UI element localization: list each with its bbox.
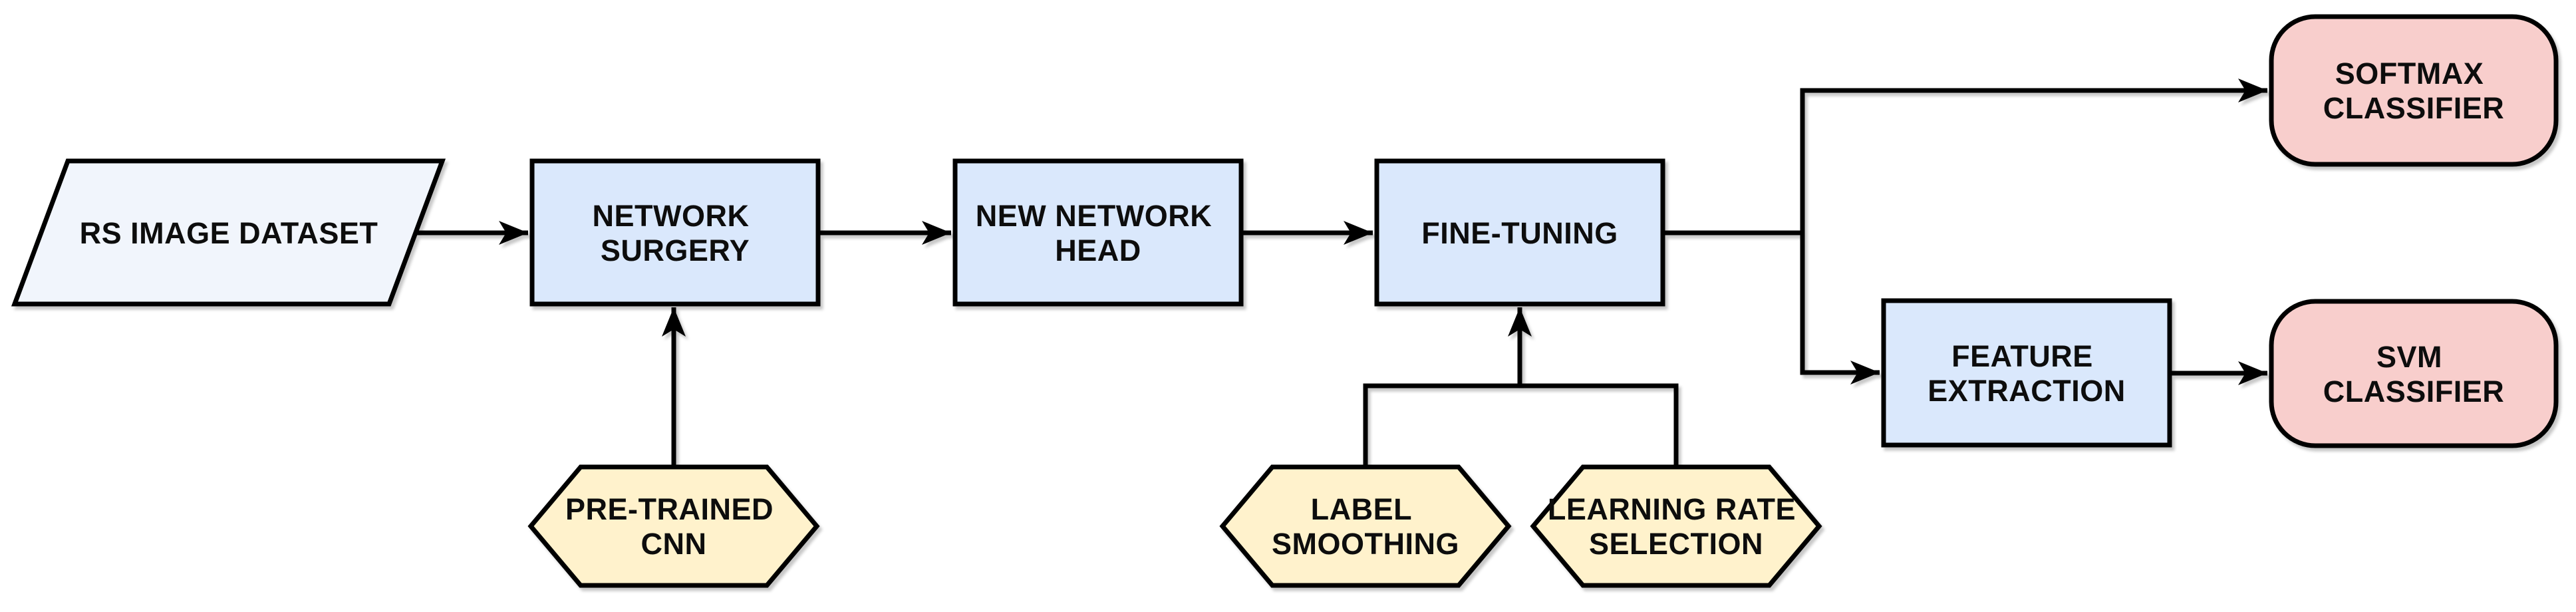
edge-fine-tuning-to-feature-extraction [1800,233,1880,384]
softmax-classifier-label: SOFTMAX CLASSIFIER [2323,57,2505,125]
node-network-surgery: NETWORK SURGERY [529,158,821,307]
edge-fine-tuning-to-softmax [1663,78,2267,235]
new-network-head-label: NEW NETWORK HEAD [976,199,1220,267]
network-surgery-shape [529,158,821,307]
node-new-network-head: NEW NETWORK HEAD [952,158,1244,307]
new-network-head-shape [952,158,1244,307]
node-learning-rate-selection: LEARNING RATE SELECTION [1530,464,1822,588]
network-surgery-label: NETWORK SURGERY [593,199,758,267]
fine-tuning-label: FINE-TUNING [1421,216,1618,250]
fine-tuning-shape [1374,158,1665,307]
node-svm-classifier: SVM CLASSIFIER [2269,299,2559,448]
node-feature-extraction: FEATURE EXTRACTION [1881,298,2172,448]
label-smoothing-label: LABEL SMOOTHING [1272,492,1459,561]
softmax-classifier-shape [2269,14,2559,167]
feature-extraction-shape [1881,298,2172,448]
node-rs-image-dataset: RS IMAGE DATASET [11,158,446,307]
svm-classifier-shape [2269,299,2559,448]
edges-layer [416,78,2267,468]
node-softmax-classifier: SOFTMAX CLASSIFIER [2269,14,2559,167]
edge-hexagon-bus [1363,383,1679,468]
rs-image-dataset-label: RS IMAGE DATASET [80,216,378,250]
node-label-smoothing: LABEL SMOOTHING [1219,464,1512,588]
label-smoothing-shape [1219,464,1512,588]
pre-trained-cnn-shape [527,464,820,588]
rs-image-dataset-shape [11,158,446,307]
learning-rate-selection-label: LEARNING RATE SELECTION [1548,492,1804,561]
learning-rate-selection-shape [1530,464,1822,588]
node-fine-tuning: FINE-TUNING [1374,158,1665,307]
feature-extraction-label: FEATURE EXTRACTION [1928,339,2126,408]
pre-trained-cnn-label: PRE-TRAINED CNN [565,492,782,561]
node-pre-trained-cnn: PRE-TRAINED CNN [527,464,820,588]
svm-classifier-label: SVM CLASSIFIER [2323,340,2505,408]
